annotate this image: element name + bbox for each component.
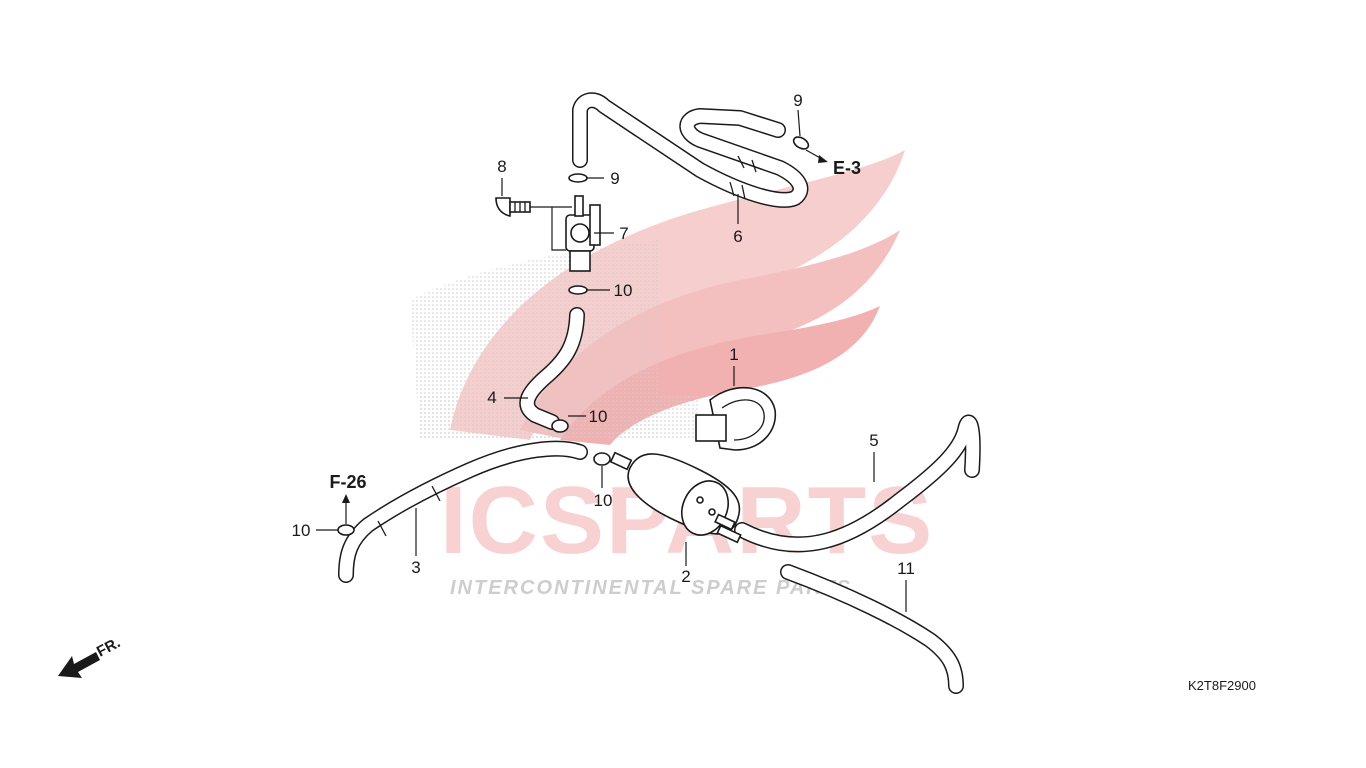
callout-11: 11 [897, 559, 915, 578]
band-part-1 [695, 386, 777, 451]
callout-10-mid: 10 [589, 407, 608, 426]
callout-10-valve: 10 [614, 281, 633, 300]
clip-part-10-left [337, 524, 355, 536]
solenoid-valve-part-7 [565, 195, 601, 272]
reference-arrow-icon [342, 494, 350, 503]
hose-upper-part-6 [572, 92, 809, 208]
callout-5: 5 [869, 431, 878, 450]
callout-9-upper: 9 [793, 91, 802, 110]
callout-2: 2 [681, 567, 690, 586]
callout-7: 7 [619, 224, 628, 243]
reference-e3-label: E-3 [833, 158, 861, 178]
clip-part-9-lower [568, 173, 588, 183]
clip-part-10-valve [568, 285, 588, 295]
hose-part-11 [780, 564, 964, 694]
reference-e3: E-3 [805, 149, 861, 178]
callout-10-canister: 10 [594, 491, 613, 510]
clip-part-10-canister [593, 452, 611, 466]
reference-arrow-icon [818, 155, 828, 163]
callout-9-lower: 9 [610, 169, 619, 188]
front-label: FR. [94, 634, 123, 660]
callouts: 1 2 3 4 5 6 7 8 9 9 10 10 10 10 11 [292, 91, 915, 586]
callout-10-left: 10 [292, 521, 311, 540]
callout-1: 1 [729, 345, 738, 364]
hose-part-5 [734, 414, 981, 553]
leader-lines [316, 109, 907, 612]
clip-part-9-upper [792, 136, 810, 150]
callout-8: 8 [497, 157, 506, 176]
hose-part-3 [338, 440, 588, 583]
watermark-tagline: INTERCONTINENTAL SPARE PARTS [450, 577, 852, 599]
hose-part-4 [519, 307, 585, 430]
canister-part-2 [609, 451, 742, 544]
callout-6: 6 [733, 227, 742, 246]
reference-f26-label: F-26 [329, 472, 366, 492]
drawing-code: K2T8F2900 [1188, 678, 1256, 693]
callout-3: 3 [411, 558, 420, 577]
clip-part-10-mid [551, 419, 569, 433]
front-arrow-icon: FR. [58, 634, 123, 678]
bolt-part-8 [495, 197, 531, 217]
callout-4: 4 [487, 388, 496, 407]
reference-f26: F-26 [329, 472, 367, 524]
honda-wing-logo [410, 150, 905, 445]
